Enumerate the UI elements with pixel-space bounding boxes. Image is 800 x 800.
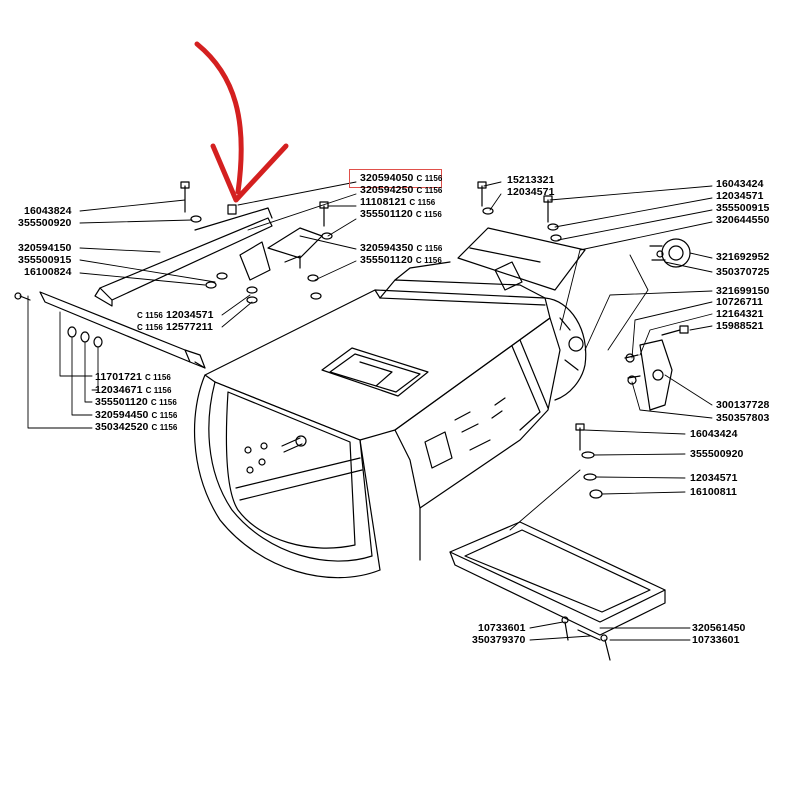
strip-bar (94, 207, 273, 307)
part-label-355500920-right: 355500920 (690, 448, 744, 460)
hardware (14, 181, 689, 661)
bracket (239, 227, 323, 281)
part-label-320594450: 320594450 C 1156 (95, 409, 178, 421)
tray (449, 521, 666, 636)
part-label-355500915-left: 355500915 (18, 254, 72, 266)
part-label-16043424: 16043424 (716, 178, 764, 190)
part-label-11108121: 11108121 C 1156 (360, 196, 436, 208)
part-label-12164321: 12164321 (716, 308, 764, 320)
part-label-12034571-left: C 1156 12034571 (137, 309, 214, 321)
part-label-320644550: 320644550 (716, 214, 770, 226)
part-label-320561450: 320561450 (692, 622, 746, 634)
part-label-12034571-right: 12034571 (716, 190, 764, 202)
part-label-320594350: 320594350 C 1156 (360, 242, 443, 254)
support-rod (39, 291, 206, 369)
part-label-350357803: 350357803 (716, 412, 770, 424)
red-arrow-icon (194, 41, 289, 203)
latch-block (624, 339, 673, 411)
part-label-350342520: 350342520 C 1156 (95, 421, 178, 433)
main-housing (194, 261, 587, 579)
part-label-12577211: C 1156 12577211 (137, 321, 213, 333)
part-label-320594050: 320594050 C 1156 (360, 172, 443, 184)
part-label-10726711: 10726711 (716, 296, 763, 308)
part-label-16043824: 16043824 (24, 205, 72, 217)
part-label-350379370: 350379370 (472, 634, 526, 646)
part-label-10733601b: 10733601 (692, 634, 740, 646)
part-label-16043424b: 16043424 (690, 428, 738, 440)
part-label-355500915-right: 355500915 (716, 202, 770, 214)
part-label-12034571-top: 12034571 (507, 186, 555, 198)
part-label-320594250: 320594250 C 1156 (360, 184, 443, 196)
part-label-12034671: 12034671 C 1156 (95, 384, 172, 396)
part-label-15988521: 15988521 (716, 320, 764, 332)
part-label-16100811: 16100811 (690, 486, 737, 498)
lid-panel (457, 227, 586, 291)
part-label-355501120-left: 355501120 C 1156 (95, 396, 177, 408)
part-label-16100824: 16100824 (24, 266, 72, 278)
part-label-355501120: 355501120 C 1156 (360, 208, 442, 220)
part-label-300137728: 300137728 (716, 399, 770, 411)
part-label-320594150: 320594150 (18, 242, 72, 254)
leader-lines (27, 181, 713, 641)
part-label-355500920-left: 355500920 (18, 217, 72, 229)
part-label-321699150: 321699150 (716, 285, 770, 297)
part-label-11701721: 11701721 C 1156 (95, 371, 171, 383)
part-label-350370725: 350370725 (716, 266, 770, 278)
part-label-15213321: 15213321 (507, 174, 555, 186)
part-label-355501120b: 355501120 C 1156 (360, 254, 442, 266)
part-label-10733601: 10733601 (478, 622, 526, 634)
part-label-321692952: 321692952 (716, 251, 770, 263)
part-label-12034571b: 12034571 (690, 472, 738, 484)
